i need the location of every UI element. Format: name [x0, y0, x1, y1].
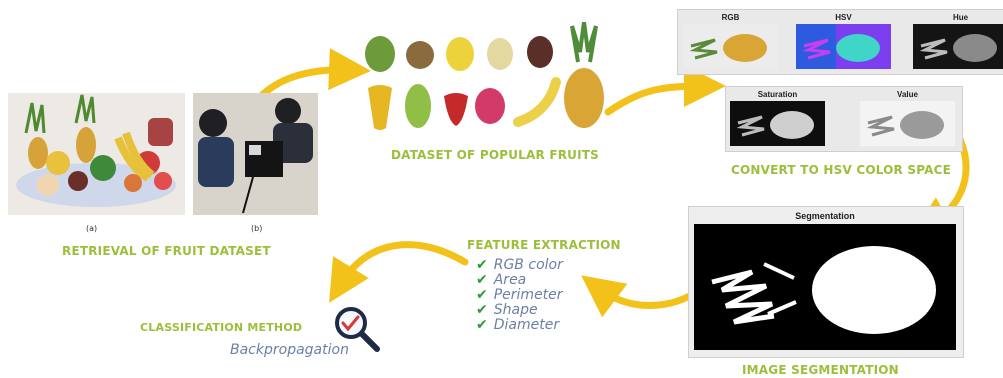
classification-title: Classification method: [140, 321, 302, 334]
banana-icon: [518, 82, 556, 122]
arrow-dataset-to-hsv: [608, 86, 705, 112]
strawberry-icon: [444, 93, 468, 126]
segmentation-title: Image segmentation: [742, 363, 899, 377]
caption-b: (b): [251, 224, 262, 233]
mangosteen-icon: [527, 36, 553, 68]
arrow-segmentation-to-features: [598, 288, 700, 306]
checkmark-icon: ✔: [476, 257, 488, 273]
saturation-label: Saturation: [730, 90, 825, 99]
checkmark-icon: ✔: [476, 302, 488, 318]
checkmark-icon: ✔: [476, 272, 488, 288]
retrieval-title: Retrieval of fruit dataset: [62, 244, 271, 258]
rgb-label: RGB: [683, 13, 778, 22]
hsv-image: [796, 24, 891, 69]
feature-item: ✔Shape: [476, 303, 563, 318]
feature-item: ✔Area: [476, 273, 563, 288]
feature-item: ✔RGB color: [476, 258, 563, 273]
hue-label: Hue: [913, 13, 1003, 22]
hsv-label: HSV: [796, 13, 891, 22]
arrow-features-to-classification: [340, 245, 465, 285]
magnifier-check-icon: [331, 303, 383, 355]
hsv-title: Convert to HSV color space: [731, 163, 951, 177]
fruit-basket-photo: [8, 93, 185, 215]
value-label: Value: [860, 90, 955, 99]
feature-list: ✔RGB color ✔Area ✔Perimeter ✔Shape ✔Diam…: [476, 258, 563, 333]
dragon-fruit-icon: [475, 88, 505, 124]
fruit-icons: [358, 22, 608, 132]
feature-item: ✔Diameter: [476, 318, 563, 333]
caption-a: (a): [86, 224, 97, 233]
dataset-title: Dataset of popular fruits: [391, 148, 599, 162]
checkmark-icon: ✔: [476, 317, 488, 333]
fruit-basket-illustration: [8, 93, 185, 215]
hue-image: [913, 24, 1003, 69]
lemon-icon: [446, 37, 474, 71]
checkmark-icon: ✔: [476, 287, 488, 303]
mango-icon: [405, 84, 431, 128]
imaging-setup-illustration: [193, 93, 318, 215]
features-title: Feature extraction: [467, 238, 621, 252]
saturation-image: [730, 101, 825, 146]
segmentation-image: [694, 224, 956, 350]
pineapple-icon: [564, 22, 604, 128]
carambola-icon: [368, 85, 392, 130]
rgb-image: [683, 24, 778, 69]
pear-icon: [487, 38, 513, 70]
feature-item: ✔Perimeter: [476, 288, 563, 303]
imaging-setup-photo: [193, 93, 318, 215]
avocado-icon: [365, 36, 395, 72]
kiwi-icon: [406, 41, 434, 69]
value-image: [860, 101, 955, 146]
segmentation-label: Segmentation: [694, 211, 956, 221]
